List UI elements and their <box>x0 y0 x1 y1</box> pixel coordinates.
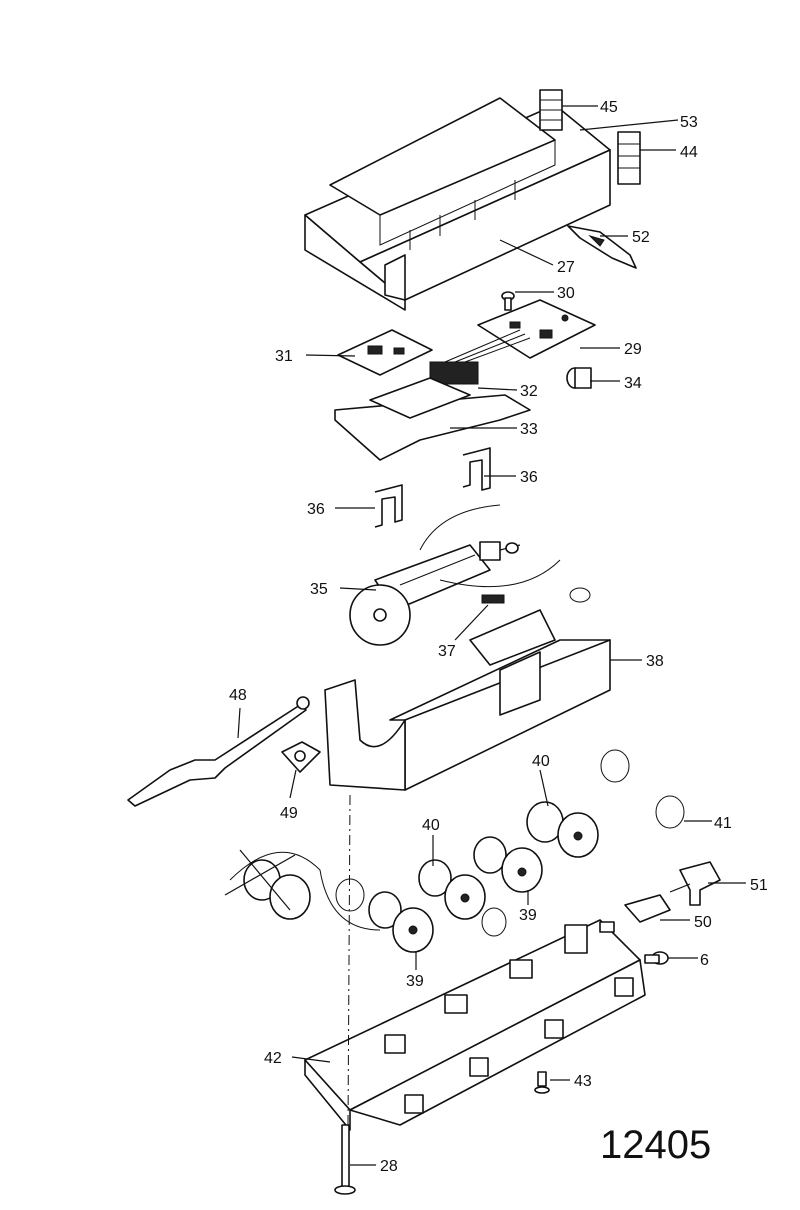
label-36-right: 36 <box>520 469 538 486</box>
coupler-51 <box>669 861 721 906</box>
screw-30 <box>501 291 515 311</box>
circuit-board-29 <box>477 299 596 359</box>
wheelset-middle <box>473 836 543 937</box>
label-39-right: 39 <box>519 907 537 924</box>
label-38: 38 <box>646 653 664 670</box>
label-40-right: 40 <box>532 753 550 770</box>
label-39-left: 39 <box>406 973 424 990</box>
part-labels: 45 53 44 52 27 30 31 29 32 34 33 36 36 3… <box>229 99 768 1175</box>
label-45: 45 <box>600 99 618 116</box>
label-50: 50 <box>694 914 712 931</box>
bracket-49 <box>281 741 321 773</box>
wheelset-left-middle <box>418 859 486 920</box>
label-32: 32 <box>520 383 538 400</box>
connector-32 <box>429 329 531 385</box>
clip-36-left <box>374 484 403 528</box>
coupler-box-50 <box>624 894 671 923</box>
crossed-out-wheelset <box>224 849 381 931</box>
label-36-left: 36 <box>307 501 325 518</box>
drawing-number: 12405 <box>600 1123 711 1167</box>
spring-37 <box>481 594 505 604</box>
side-rod-48 <box>127 696 310 807</box>
label-41: 41 <box>714 815 732 832</box>
wheelset-left <box>335 878 434 953</box>
label-6: 6 <box>700 952 709 969</box>
frame-42 <box>304 919 646 1131</box>
clip-36-right <box>462 447 491 491</box>
motor-35 <box>349 504 561 646</box>
bolt-28 <box>334 1124 356 1195</box>
ladder-44 <box>617 131 641 185</box>
label-33: 33 <box>520 421 538 438</box>
label-43: 43 <box>574 1073 592 1090</box>
screw-43 <box>534 1071 550 1094</box>
label-42: 42 <box>264 1050 282 1067</box>
label-30: 30 <box>557 285 575 302</box>
screw-6 <box>644 951 669 965</box>
ring-small <box>569 587 591 603</box>
capacitor-34 <box>566 367 592 389</box>
label-44: 44 <box>680 144 698 161</box>
label-29: 29 <box>624 341 642 358</box>
tender-body <box>304 97 611 311</box>
label-28: 28 <box>380 1158 398 1175</box>
label-48: 48 <box>229 687 247 704</box>
coupler-hook-52 <box>567 225 637 269</box>
weight-plate-33 <box>334 377 531 461</box>
label-34: 34 <box>624 375 642 392</box>
label-35: 35 <box>310 581 328 598</box>
alignment-axis <box>347 794 351 1126</box>
label-51: 51 <box>750 877 768 894</box>
leader-lines <box>237 105 746 1166</box>
label-49: 49 <box>280 805 298 822</box>
label-31: 31 <box>275 348 293 365</box>
motor-housing-38 <box>324 609 611 791</box>
screw-50 <box>599 921 615 933</box>
wheelset-right <box>526 749 685 858</box>
decoder-board-31 <box>337 329 433 376</box>
ladder-45 <box>539 89 563 131</box>
label-40-left: 40 <box>422 817 440 834</box>
label-27: 27 <box>557 259 575 276</box>
label-53: 53 <box>680 114 698 131</box>
label-37: 37 <box>438 643 456 660</box>
label-52: 52 <box>632 229 650 246</box>
